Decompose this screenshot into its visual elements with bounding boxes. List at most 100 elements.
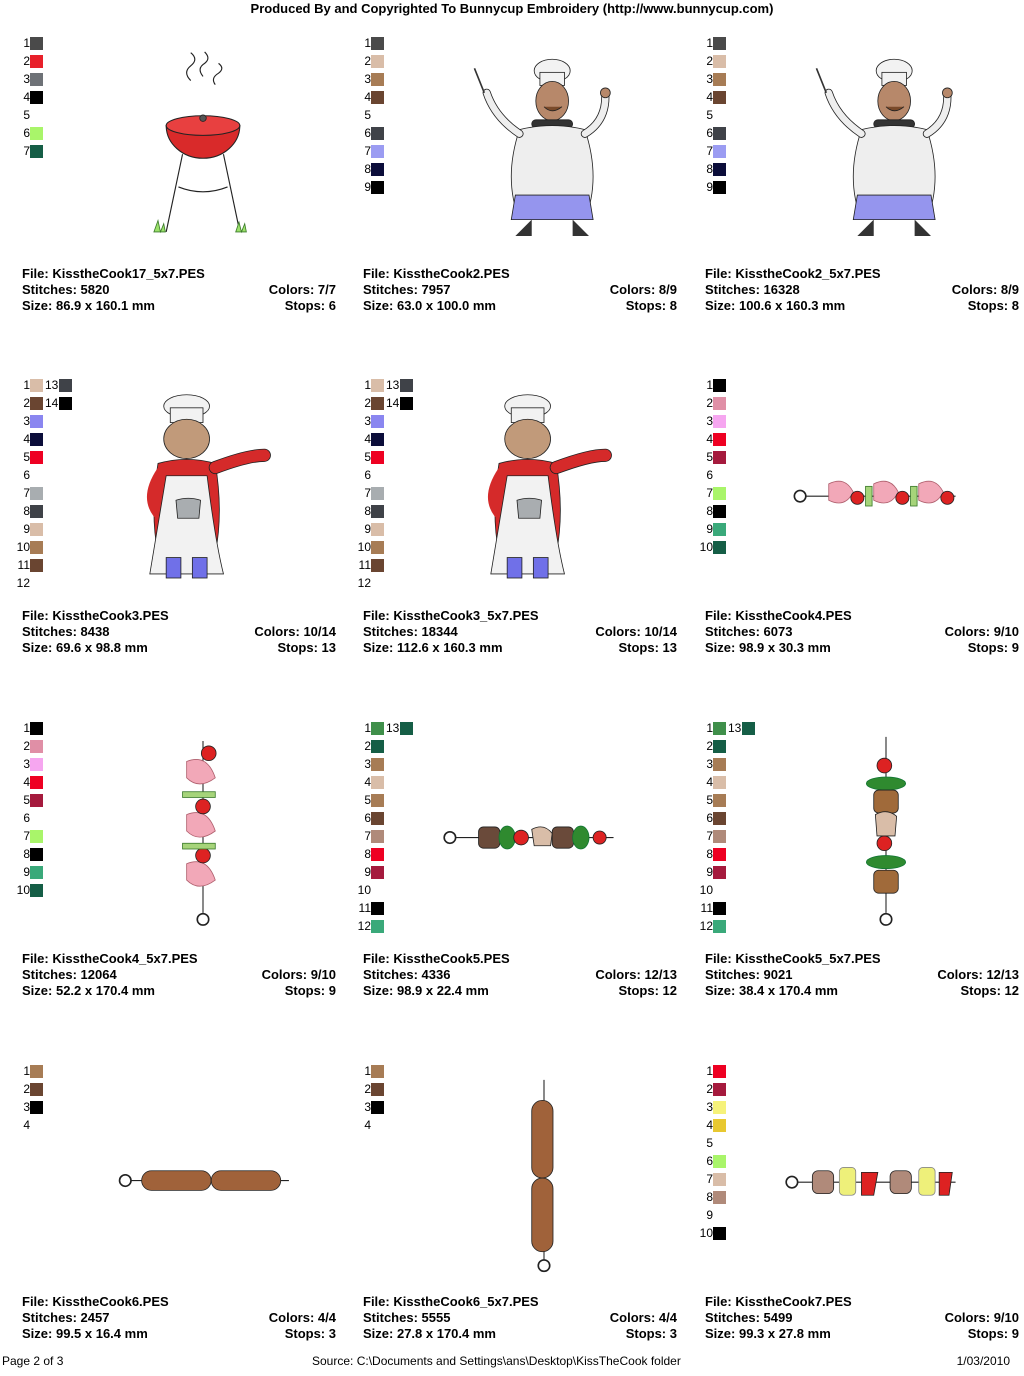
size-label: Size:	[363, 298, 394, 313]
stops-value: 13	[662, 640, 677, 655]
file-label: File:	[22, 951, 49, 966]
color-swatch-row: 3	[355, 1098, 384, 1116]
color-swatch	[371, 414, 384, 428]
color-swatch	[30, 793, 43, 807]
color-number: 7	[23, 829, 30, 843]
color-number: 8	[364, 847, 371, 861]
color-number: 2	[706, 54, 713, 68]
color-swatch-row: 9	[697, 1206, 726, 1224]
stitches-line: Stitches: 5499 Colors: 9/10	[705, 1310, 1019, 1326]
stitches-value: 18344	[421, 624, 458, 639]
color-swatch	[371, 126, 384, 140]
stops-label: Stops:	[960, 983, 1001, 998]
color-swatch-row: 1	[697, 1062, 726, 1080]
color-swatch-row: 2	[14, 52, 43, 70]
color-swatch-row: 4	[355, 88, 384, 106]
stops-value: 8	[669, 298, 677, 313]
color-swatch	[713, 126, 726, 140]
color-number: 2	[23, 739, 30, 753]
color-number: 2	[706, 1082, 713, 1096]
color-swatch-row: 5	[697, 106, 726, 124]
stitches-label: Stitches:	[363, 967, 418, 982]
color-swatch	[713, 54, 726, 68]
color-swatch-row: 4	[355, 430, 413, 448]
color-number: 5	[706, 108, 713, 122]
color-number: 1	[706, 1064, 713, 1078]
color-swatch-row: 10	[355, 881, 413, 899]
color-number: 5	[364, 793, 371, 807]
file-line: File: KisstheCook4_5x7.PES	[22, 951, 336, 967]
color-swatch-row: 7	[14, 142, 43, 160]
color-swatch	[30, 812, 43, 825]
color-swatch-row: 2	[355, 1080, 384, 1098]
size-label: Size:	[705, 640, 736, 655]
design-preview-image	[751, 711, 1021, 951]
color-number: 12	[699, 919, 713, 933]
color-swatch-row: 7	[14, 827, 43, 845]
file-line: File: KisstheCook2.PES	[363, 266, 677, 282]
color-swatch	[371, 36, 384, 50]
color-swatch	[30, 540, 43, 554]
stops-label: Stops:	[618, 640, 659, 655]
color-swatch-row: 11	[355, 899, 413, 917]
color-swatch-row: 2	[14, 1080, 43, 1098]
color-swatch-row: 3	[697, 412, 726, 430]
color-number: 6	[706, 811, 713, 825]
color-swatch-row: 9	[697, 863, 755, 881]
stitches-line: Stitches: 7957 Colors: 8/9	[363, 282, 677, 298]
color-swatch	[371, 558, 384, 572]
file-name: KisstheCook17_5x7.PES	[52, 266, 205, 281]
size-label: Size:	[705, 1326, 736, 1341]
color-swatch	[30, 865, 43, 879]
color-swatch	[713, 162, 726, 176]
color-number: 5	[364, 108, 371, 122]
color-number: 1	[364, 36, 371, 50]
color-number: 11	[700, 901, 713, 915]
stitches-value: 16328	[763, 282, 800, 297]
color-swatch-row: 8	[14, 502, 72, 520]
color-number: 5	[706, 450, 713, 464]
color-swatch	[30, 739, 43, 753]
color-swatch-row: 6	[14, 466, 72, 484]
size-value: 98.9 x 30.3 mm	[738, 640, 831, 655]
stitches-value: 5555	[421, 1310, 451, 1325]
color-number: 3	[23, 414, 30, 428]
color-number: 4	[706, 432, 713, 446]
color-swatch-row: 9	[14, 520, 72, 538]
colors-label: Colors:	[268, 1310, 315, 1325]
color-swatch-row: 6	[14, 124, 43, 142]
color-number: 7	[706, 1172, 713, 1186]
color-swatch-row: 12	[355, 574, 413, 592]
design-info: File: KisstheCook3.PES Stitches: 8438 Co…	[22, 608, 336, 656]
design-info: File: KisstheCook7.PES Stitches: 5499 Co…	[705, 1294, 1019, 1342]
color-swatch	[371, 54, 384, 68]
color-number: 4	[706, 90, 713, 104]
color-swatch	[30, 36, 43, 50]
color-swatch	[371, 865, 384, 879]
color-number: 5	[23, 108, 30, 122]
color-swatch-row: 8	[697, 845, 755, 863]
color-swatch	[713, 36, 726, 50]
color-swatch	[400, 378, 413, 392]
color-swatch	[371, 739, 384, 753]
color-swatch	[713, 378, 726, 392]
color-swatch	[713, 522, 726, 536]
file-label: File:	[705, 266, 732, 281]
color-swatch-row: 8	[355, 160, 384, 178]
color-swatch	[713, 847, 726, 861]
file-label: File:	[705, 1294, 732, 1309]
color-swatch-row: 6	[355, 809, 413, 827]
color-swatch-row: 4	[697, 88, 726, 106]
stops-value: 12	[662, 983, 677, 998]
color-number: 8	[706, 847, 713, 861]
color-swatch	[713, 504, 726, 518]
color-number: 3	[23, 72, 30, 86]
color-number: 9	[706, 522, 713, 536]
color-swatch-row: 8	[355, 502, 413, 520]
